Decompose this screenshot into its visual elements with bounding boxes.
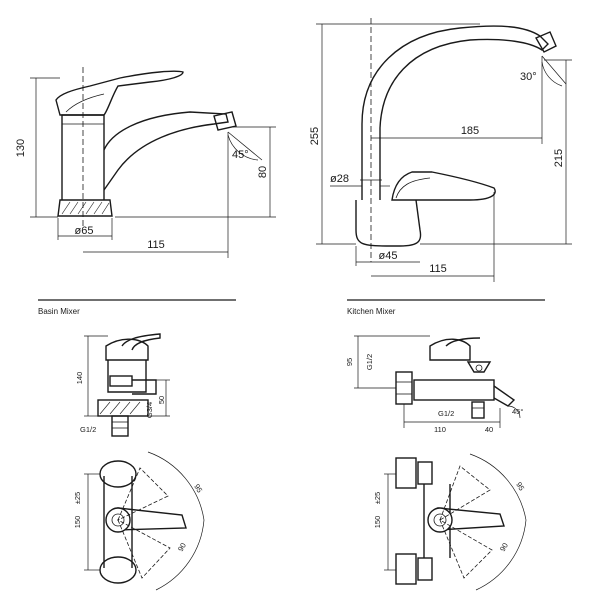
kitchen-detail-height-label: 95 [345,358,354,366]
kitchen-detail-side-view [354,335,521,428]
basin-detail-side-view [84,333,170,437]
kitchen-detail-spacing-tol-label: ±25 [373,492,382,504]
kitchen-body-diameter-label: ø28 [330,173,349,185]
basin-detail-angle-bottom-label: 90 [176,541,188,553]
basin-handle [55,70,184,116]
basin-detail-thread-bottom-label: G1/2 [80,425,96,434]
kitchen-detail-angle-bottom-label: 90 [498,541,510,553]
basin-detail-side-dim-label: 50 [157,396,166,404]
basin-base-diameter-label: ø65 [75,225,94,237]
kitchen-detail-spacing-label: 150 [373,516,382,529]
kitchen-handle [391,171,496,201]
kitchen-detail-outlet-angle-label: 45° [512,407,523,416]
basin-detail-spacing-tol-label: ±25 [73,492,82,504]
kitchen-reach-label: 185 [461,125,479,137]
right-caption: Kitchen Mixer [347,307,396,316]
kitchen-base-diameter-label: ø45 [379,250,398,262]
kitchen-height-label: 255 [309,127,321,145]
basin-angle-label: 45° [232,149,249,161]
kitchen-base [355,199,422,247]
kitchen-angle-label: 30° [520,71,537,83]
kitchen-aerator [535,31,557,53]
kitchen-detail-thread-side-label: G1/2 [365,354,374,370]
basin-spout [103,111,229,191]
basin-detail-thread-side-label: G3/4 [145,402,154,418]
basin-height-label: 130 [15,139,27,157]
basin-detail-angle-top-label: 95 [192,483,204,495]
basin-mixer-front-view [30,64,276,258]
kitchen-spout [361,25,549,200]
kitchen-detail-thread-bottom-label: G1/2 [438,409,454,418]
basin-detail-top-view [84,451,205,591]
kitchen-spout-height-label: 215 [553,149,565,167]
kitchen-detail-outlet-label: 40 [485,425,493,434]
basin-aerator [213,111,237,131]
basin-base-hatch [61,201,110,215]
basin-detail-height-label: 140 [75,372,84,385]
kitchen-base-reach-label: 115 [429,263,447,275]
left-caption: Basin Mixer [38,307,80,316]
kitchen-detail-angle-top-label: 95 [514,481,526,493]
kitchen-detail-top-view [384,453,527,591]
kitchen-detail-length-label: 110 [434,425,446,434]
basin-reach-label: 115 [147,239,165,251]
basin-base [57,199,113,217]
kitchen-mixer-front-view [316,18,572,282]
basin-spout-height-label: 80 [257,166,269,178]
basin-detail-spacing-label: 150 [73,516,82,529]
